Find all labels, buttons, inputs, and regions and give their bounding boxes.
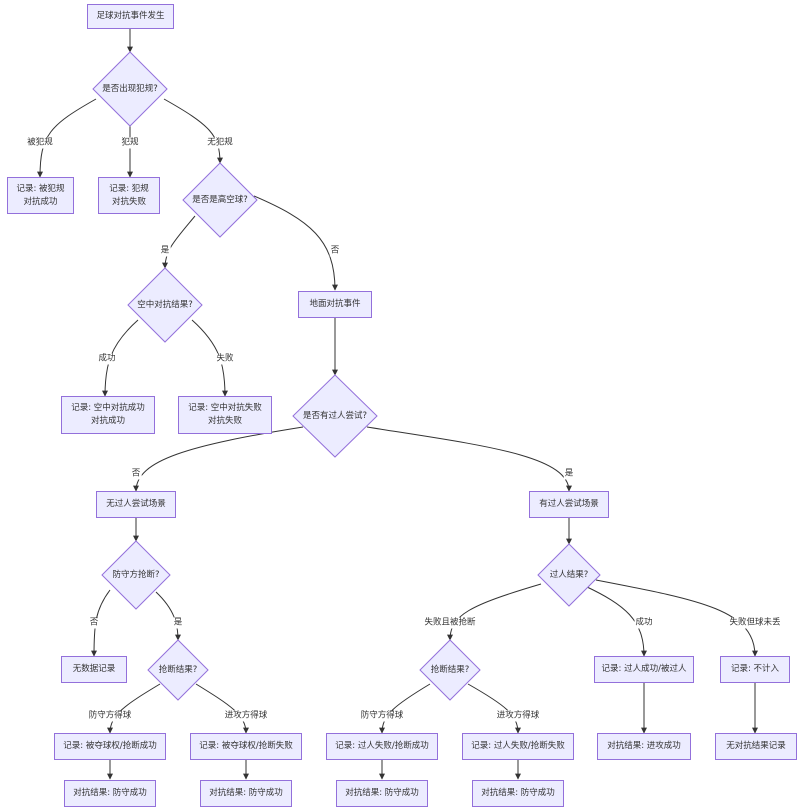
edge-tackle-attgain <box>195 683 249 734</box>
node-result-defense-2: 对抗结果: 防守成功 <box>200 780 292 807</box>
diamond-dres-shape <box>537 543 601 607</box>
edge-dres-success <box>584 585 647 657</box>
node-record-air-win: 记录: 空中对抗成功 对抗成功 <box>61 396 155 434</box>
diamond-tackle1-shape <box>147 639 209 701</box>
edge-label-def-gain-2: 防守方得球 <box>359 710 405 722</box>
diamond-high-shape <box>182 162 258 238</box>
edge-dribble-no <box>133 426 304 492</box>
node-record-dispossessed-fail: 记录: 被夺球权/抢断失败 <box>190 733 302 760</box>
edge-label-no-foul: 无犯规 <box>206 137 234 149</box>
edge-label-def-gain: 防守方得球 <box>87 710 133 722</box>
node-record-fouled: 记录: 被犯规 对抗成功 <box>7 177 74 214</box>
edge-tackle2-attgain <box>467 683 521 734</box>
edge-foul-nofoul <box>163 98 223 164</box>
edge-label-fouled: 被犯规 <box>26 137 54 149</box>
node-result-defense-1: 对抗结果: 防守成功 <box>64 780 156 807</box>
diamond-high-ball: 是否是高空球? <box>192 195 248 205</box>
node-ground: 地面对抗事件 <box>298 291 372 318</box>
edge-tackle-defgain <box>107 683 161 734</box>
node-start: 足球对抗事件发生 <box>87 4 174 29</box>
edge-dres-keep <box>595 579 758 657</box>
edge-foul-fouled <box>37 98 97 178</box>
node-record-dispossessed: 记录: 被夺球权/抢断成功 <box>54 733 166 760</box>
node-record-air-lose: 记录: 空中对抗失败 对抗失败 <box>178 396 272 434</box>
edge-label-no-tackle: 否 <box>88 617 100 629</box>
diamond-tackle-result-1: 抢断结果? <box>158 665 198 675</box>
node-result-none: 无对抗结果记录 <box>715 733 797 760</box>
edge-high-yes <box>162 215 196 269</box>
edge-label-no-high: 否 <box>329 245 341 257</box>
edge-label-att-gain: 进攻方得球 <box>223 710 269 722</box>
edge-tackle2-defgain <box>379 683 431 734</box>
node-record-dribble-win: 记录: 过人成功/被过人 <box>594 656 694 683</box>
diamond-tackle2-shape <box>419 639 481 701</box>
node-no-data: 无数据记录 <box>61 656 127 683</box>
edge-label-fail-tackled: 失败且被抢断 <box>423 617 477 629</box>
diamond-dribble-attempt: 是否有过人尝试? <box>302 411 367 421</box>
edge-label-fail-keep: 失败但球未丢 <box>728 617 782 629</box>
node-record-foul: 记录: 犯规 对抗失败 <box>98 177 160 214</box>
diamond-air-shape <box>127 267 203 343</box>
node-dribble: 有过人尝试场景 <box>529 491 609 518</box>
node-record-dribble-fail-2: 记录: 过人失败/抢断失败 <box>462 733 574 760</box>
node-record-none: 记录: 不计入 <box>720 656 790 683</box>
edge-label-yes-high: 是 <box>159 245 171 257</box>
edge-label-no-dribble: 否 <box>130 468 142 480</box>
node-no-dribble: 无过人尝试场景 <box>96 491 176 518</box>
node-result-defense-3: 对抗结果: 防守成功 <box>336 780 428 807</box>
edge-tackle-yes <box>155 591 181 641</box>
edge-label-foul: 犯规 <box>120 137 140 149</box>
diamond-air-result: 空中对抗结果? <box>137 300 193 310</box>
edge-label-yes-tackle: 是 <box>172 617 184 629</box>
node-record-dribble-fail-1: 记录: 过人失败/抢断成功 <box>326 733 438 760</box>
diamond-tackle-result-2: 抢断结果? <box>430 665 470 675</box>
diamond-dribble-shape <box>292 374 378 458</box>
edge-dres-fail <box>447 583 542 641</box>
diamond-deftackle-shape <box>101 540 171 610</box>
diamond-dribble-result: 过人结果? <box>549 570 589 580</box>
edge-label-success: 成功 <box>634 617 654 629</box>
edge-high-no <box>253 195 338 291</box>
node-result-attack: 对抗结果: 进攻成功 <box>597 733 691 760</box>
edge-dribble-yes <box>366 426 572 492</box>
diamond-foul-shape <box>92 51 168 127</box>
edge-label-yes-dribble: 是 <box>563 468 575 480</box>
edge-label-air-lose: 失败 <box>215 353 235 365</box>
diamond-foul: 是否出现犯规? <box>102 84 158 94</box>
edge-label-att-gain-2: 进攻方得球 <box>495 710 541 722</box>
edge-label-air-win: 成功 <box>97 353 117 365</box>
node-result-defense-4: 对抗结果: 防守成功 <box>472 780 564 807</box>
diamond-defense-tackle: 防守方抢断? <box>112 570 160 580</box>
